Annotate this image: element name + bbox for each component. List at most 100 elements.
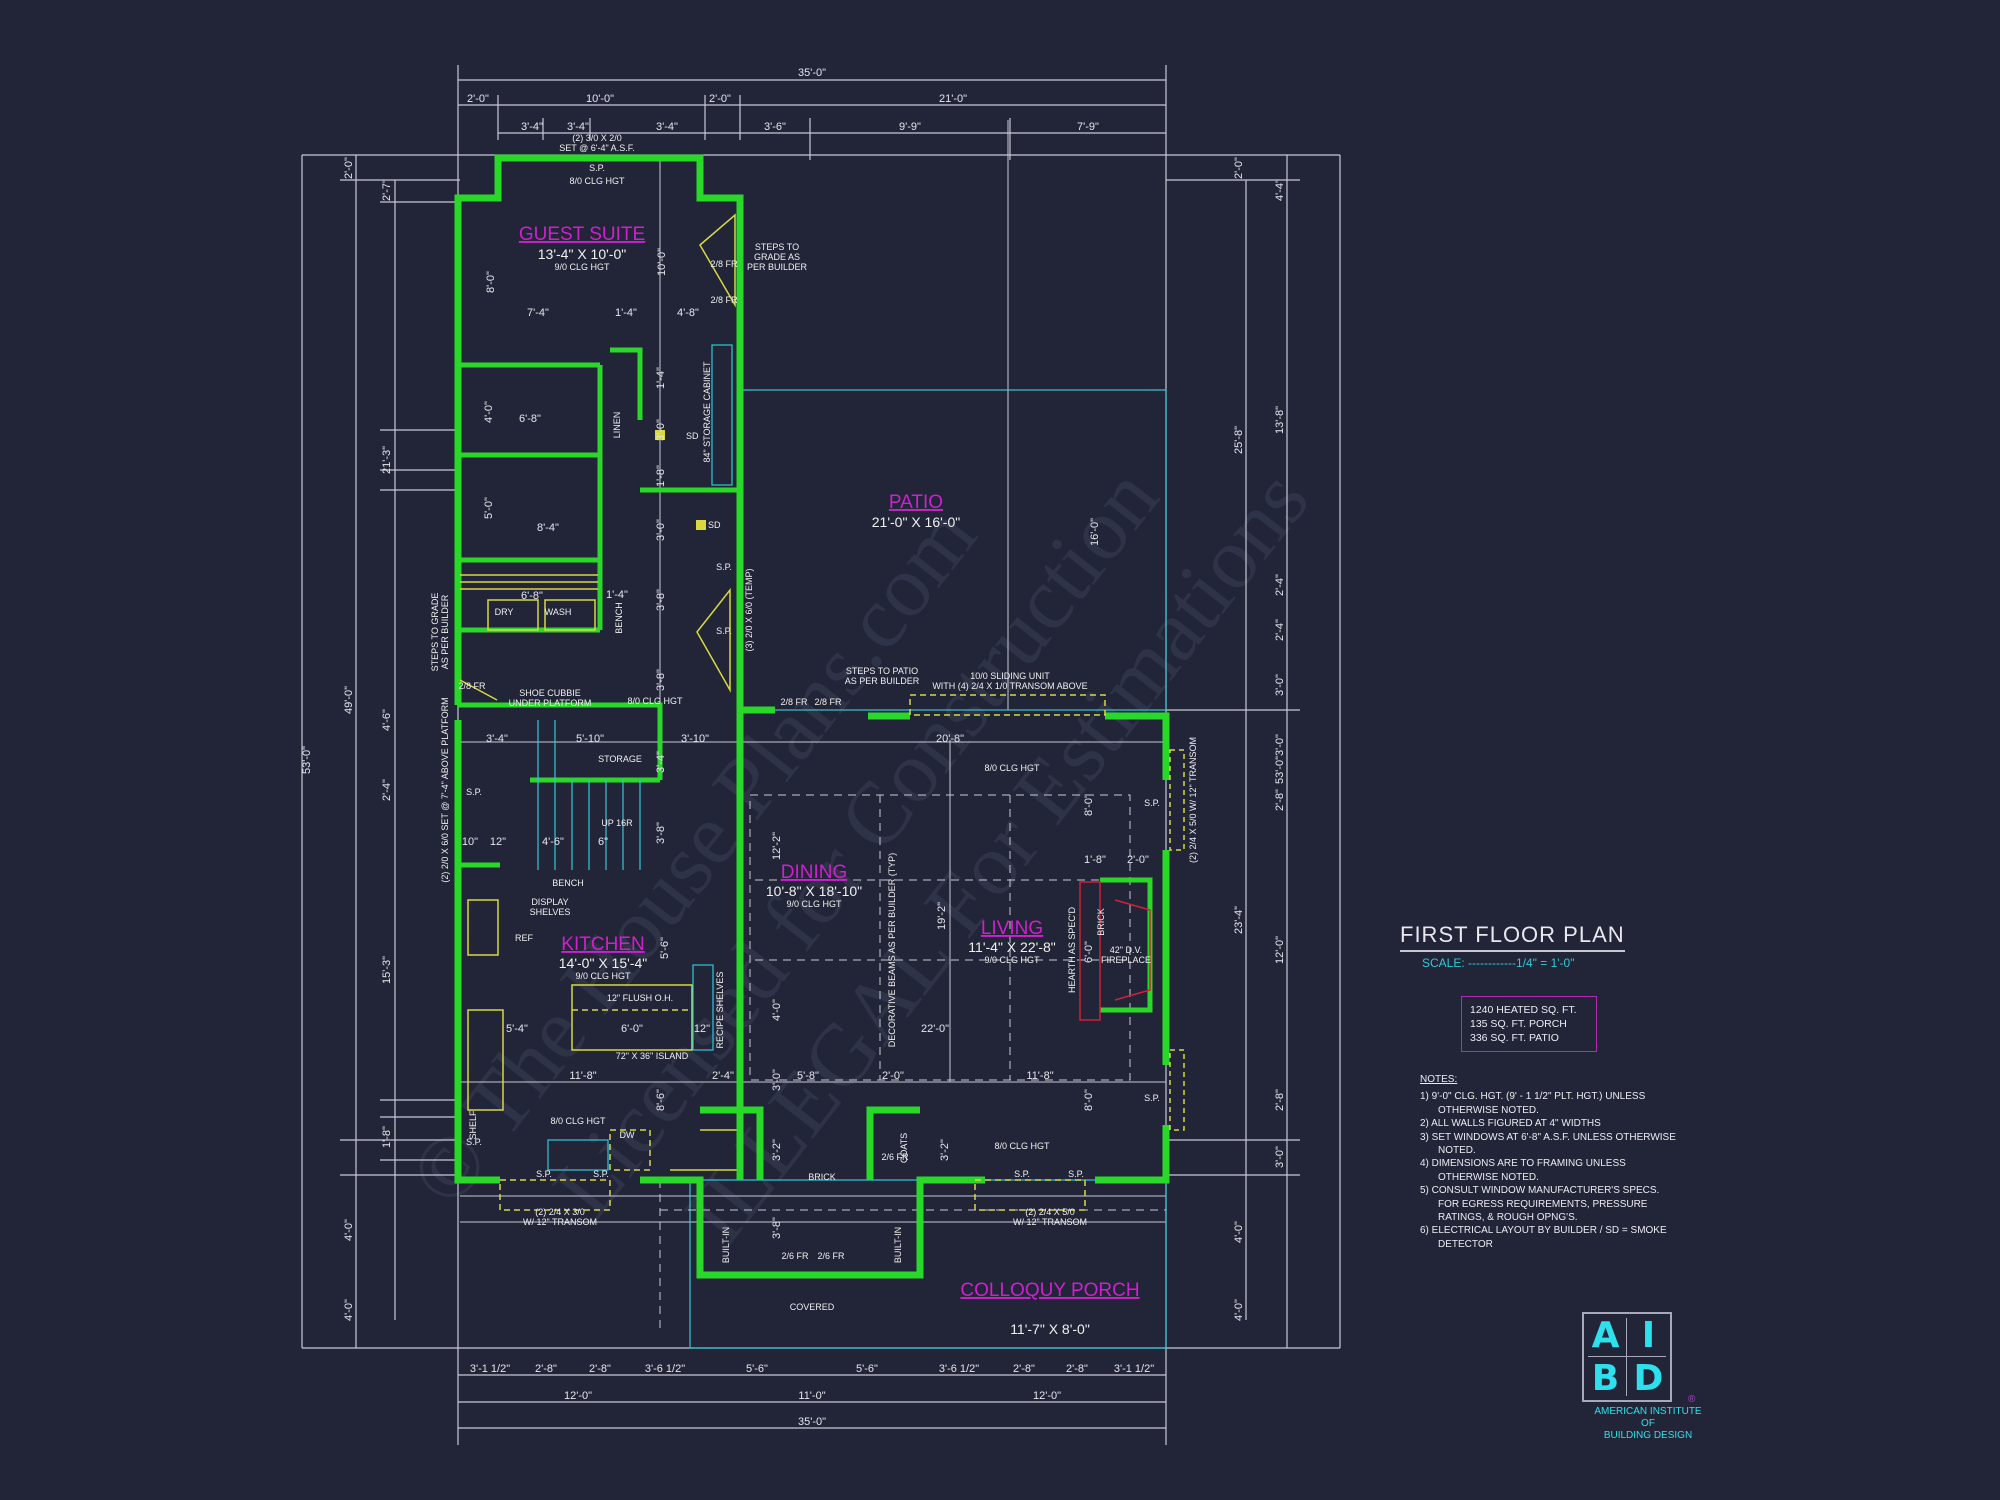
svg-text:BENCH: BENCH <box>552 878 584 888</box>
svg-text:12'-0": 12'-0" <box>1274 936 1286 964</box>
svg-text:13'-4" X 10'-0": 13'-4" X 10'-0" <box>538 246 626 262</box>
svg-text:W/ 12" TRANSOM: W/ 12" TRANSOM <box>523 1217 597 1227</box>
svg-text:STEPS TO: STEPS TO <box>755 242 799 252</box>
svg-text:21'-0": 21'-0" <box>939 93 967 105</box>
svg-text:23'-4": 23'-4" <box>1233 906 1245 934</box>
svg-text:3'-0": 3'-0" <box>1274 734 1286 756</box>
svg-text:22'-0": 22'-0" <box>921 1023 949 1035</box>
svg-text:5'-4": 5'-4" <box>506 1023 528 1035</box>
svg-text:14'-0" X 15'-4": 14'-0" X 15'-4" <box>559 955 647 971</box>
svg-text:BRICK: BRICK <box>1096 908 1106 936</box>
svg-text:COATS: COATS <box>899 1133 909 1163</box>
svg-text:1'-4": 1'-4" <box>655 367 667 389</box>
svg-text:13'-8": 13'-8" <box>1274 406 1286 434</box>
svg-text:4'-0": 4'-0" <box>483 401 495 423</box>
svg-text:3'-4": 3'-4" <box>486 733 508 745</box>
svg-text:10'-8" X 18'-10": 10'-8" X 18'-10" <box>766 883 862 899</box>
svg-text:8'-0": 8'-0" <box>1083 1089 1095 1111</box>
svg-text:SHOE CUBBIE: SHOE CUBBIE <box>519 688 581 698</box>
svg-text:2'-0": 2'-0" <box>709 93 731 105</box>
svg-text:4'-8": 4'-8" <box>677 307 699 319</box>
svg-text:10/0 SLIDING UNIT: 10/0 SLIDING UNIT <box>970 671 1050 681</box>
svg-text:S.P.: S.P. <box>589 163 605 173</box>
drawing-title: FIRST FLOOR PLAN <box>1400 922 1625 952</box>
svg-text:5'-6": 5'-6" <box>746 1363 768 1375</box>
svg-text:WASH: WASH <box>545 607 572 617</box>
svg-text:HEARTH AS SPEC'D: HEARTH AS SPEC'D <box>1067 906 1077 993</box>
svg-text:15'-3": 15'-3" <box>381 956 393 984</box>
svg-text:12" FLUSH O.H.: 12" FLUSH O.H. <box>607 993 673 1003</box>
svg-text:S.P.: S.P. <box>536 1169 552 1179</box>
svg-text:10'-0": 10'-0" <box>656 248 668 276</box>
svg-text:2'-8": 2'-8" <box>1013 1363 1035 1375</box>
svg-text:S.P.: S.P. <box>716 626 732 636</box>
svg-text:COVERED: COVERED <box>790 1302 835 1312</box>
decorative-beams <box>659 794 1166 1330</box>
svg-text:19'-2": 19'-2" <box>936 902 948 930</box>
svg-text:6'-8": 6'-8" <box>519 413 541 425</box>
svg-text:2'-4": 2'-4" <box>712 1070 734 1082</box>
svg-text:SHELVES: SHELVES <box>530 907 571 917</box>
svg-text:BUILT-IN: BUILT-IN <box>721 1227 731 1263</box>
svg-text:12'-0": 12'-0" <box>1033 1390 1061 1402</box>
room-kitchen: KITCHEN <box>561 934 644 955</box>
note-item: 4) DIMENSIONS ARE TO FRAMING UNLESS OTHE… <box>1420 1158 1626 1183</box>
svg-text:SD: SD <box>708 520 721 530</box>
svg-text:2'-8": 2'-8" <box>589 1363 611 1375</box>
stairs <box>537 344 733 1171</box>
svg-text:DISPLAY: DISPLAY <box>531 897 568 907</box>
svg-text:5'-8": 5'-8" <box>797 1070 819 1082</box>
svg-text:8'-4": 8'-4" <box>537 522 559 534</box>
room-dining: DINING <box>781 862 848 883</box>
svg-text:3'-4": 3'-4" <box>655 751 667 773</box>
drawing-scale: SCALE: ------------1/4" = 1'-0" <box>1422 956 1575 970</box>
svg-text:(2) 2/4 X 5/0 W/ 12" TRANSOM: (2) 2/4 X 5/0 W/ 12" TRANSOM <box>1188 737 1198 863</box>
svg-text:2'-0": 2'-0" <box>467 93 489 105</box>
svg-text:2'-0": 2'-0" <box>882 1070 904 1082</box>
svg-text:1'-4": 1'-4" <box>606 589 628 601</box>
svg-text:2'-0": 2'-0" <box>343 157 355 179</box>
area-summary-box: 1240 HEATED SQ. FT. 135 SQ. FT. PORCH 33… <box>1461 996 1597 1052</box>
svg-text:3'-4": 3'-4" <box>521 121 543 133</box>
svg-text:(2) 2/4 X 3/0: (2) 2/4 X 3/0 <box>535 1207 585 1217</box>
svg-text:49'-0": 49'-0" <box>343 686 355 714</box>
svg-text:8'-0": 8'-0" <box>485 271 497 293</box>
svg-text:7'-4": 7'-4" <box>527 307 549 319</box>
svg-text:5'-10": 5'-10" <box>576 733 604 745</box>
svg-text:11'-4" X 22'-8": 11'-4" X 22'-8" <box>968 939 1055 955</box>
svg-text:11'-0": 11'-0" <box>798 1390 825 1402</box>
svg-text:42" D.V.: 42" D.V. <box>1110 945 1142 955</box>
svg-text:AS PER BUILDER: AS PER BUILDER <box>440 594 450 669</box>
svg-text:UNDER PLATFORM: UNDER PLATFORM <box>509 698 592 708</box>
svg-text:STEPS TO PATIO: STEPS TO PATIO <box>846 666 918 676</box>
svg-text:21'-0" X 16'-0": 21'-0" X 16'-0" <box>872 514 960 530</box>
svg-text:8/0 CLG HGT: 8/0 CLG HGT <box>994 1141 1050 1151</box>
svg-text:3'-8": 3'-8" <box>771 1217 783 1239</box>
svg-text:12'-2": 12'-2" <box>771 832 783 860</box>
svg-text:2/8 FR: 2/8 FR <box>780 697 808 707</box>
svg-text:2'-8": 2'-8" <box>1274 1089 1286 1111</box>
smoke-detector-icon <box>655 430 665 440</box>
svg-text:11'-7" X 8'-0": 11'-7" X 8'-0" <box>1010 1321 1090 1337</box>
svg-text:10": 10" <box>462 836 478 848</box>
svg-text:9/0 CLG HGT: 9/0 CLG HGT <box>554 262 610 272</box>
aibd-logo: A I B D ® AMERICAN INSTITUTE OF BUILDING… <box>1568 1312 1728 1442</box>
fireplace-outline <box>1114 899 1151 1001</box>
title-block: FIRST FLOOR PLAN SCALE: ------------1/4"… <box>1400 922 1660 970</box>
svg-text:2'-0": 2'-0" <box>1127 854 1149 866</box>
svg-text:3'-1 1/2": 3'-1 1/2" <box>470 1363 510 1375</box>
notes-heading: NOTES: <box>1420 1074 1458 1085</box>
svg-text:6'-0": 6'-0" <box>1083 941 1095 963</box>
svg-text:11'-8": 11'-8" <box>569 1070 596 1082</box>
svg-text:11'-8": 11'-8" <box>1026 1070 1053 1082</box>
svg-text:2/6 FR: 2/6 FR <box>881 1152 909 1162</box>
fixtures <box>459 213 1185 1211</box>
svg-text:S.P.: S.P. <box>1014 1169 1030 1179</box>
svg-text:12": 12" <box>694 1023 710 1035</box>
svg-text:3'-0": 3'-0" <box>1274 1146 1286 1168</box>
svg-text:BENCH: BENCH <box>614 602 624 634</box>
svg-text:5'-6": 5'-6" <box>856 1363 878 1375</box>
registered-icon: ® <box>1688 1394 1696 1405</box>
svg-text:GRADE AS: GRADE AS <box>754 252 800 262</box>
room-living: LIVING <box>981 918 1043 939</box>
